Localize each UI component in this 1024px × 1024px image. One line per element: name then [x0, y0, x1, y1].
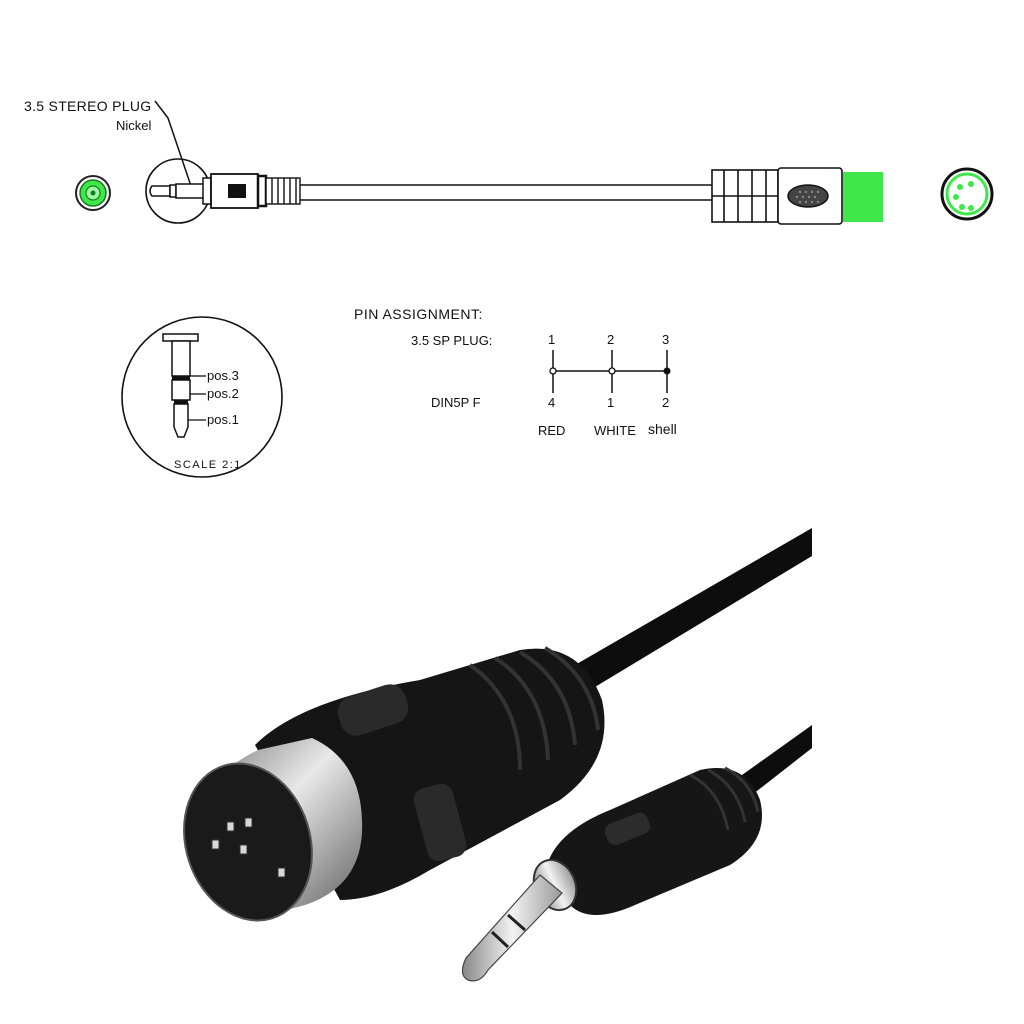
jack-plug-body	[461, 766, 762, 982]
pin-assignment-title: PIN ASSIGNMENT:	[354, 306, 483, 322]
pos3-label: pos.3	[207, 368, 239, 383]
wire-shell-label: shell	[648, 421, 677, 437]
terminal-open-icon	[549, 367, 557, 375]
pos1-label: pos.1	[207, 412, 239, 427]
cable-drawing	[75, 100, 994, 225]
din-pin-2: 2	[662, 395, 670, 410]
plug-type-label: 3.5 STEREO PLUG	[24, 98, 152, 114]
material-label: Nickel	[116, 118, 152, 133]
pos2-label: pos.2	[207, 386, 239, 401]
din-row-label: DIN5P F	[431, 395, 481, 410]
wire-white-label: WHITE	[594, 423, 636, 438]
din-plug-body	[183, 646, 605, 922]
scale-label: SCALE 2:1	[174, 459, 242, 471]
din-end-view-icon	[940, 167, 994, 221]
plug-pin-1: 1	[548, 332, 556, 347]
din-shell-green	[843, 172, 883, 222]
pin-wiring-diagram	[549, 350, 671, 393]
plug-row-label: 3.5 SP PLUG:	[411, 333, 493, 348]
terminal-open-icon	[608, 367, 616, 375]
din-pin-1: 1	[607, 395, 615, 410]
plug-pin-3: 3	[662, 332, 670, 347]
plug-end-view-icon	[75, 175, 111, 211]
plug-pin-2: 2	[607, 332, 615, 347]
plug-scale-drawing	[121, 316, 283, 478]
terminal-filled-icon	[663, 367, 671, 375]
wire-red-label: RED	[538, 423, 566, 438]
din-pin-4: 4	[548, 395, 556, 410]
